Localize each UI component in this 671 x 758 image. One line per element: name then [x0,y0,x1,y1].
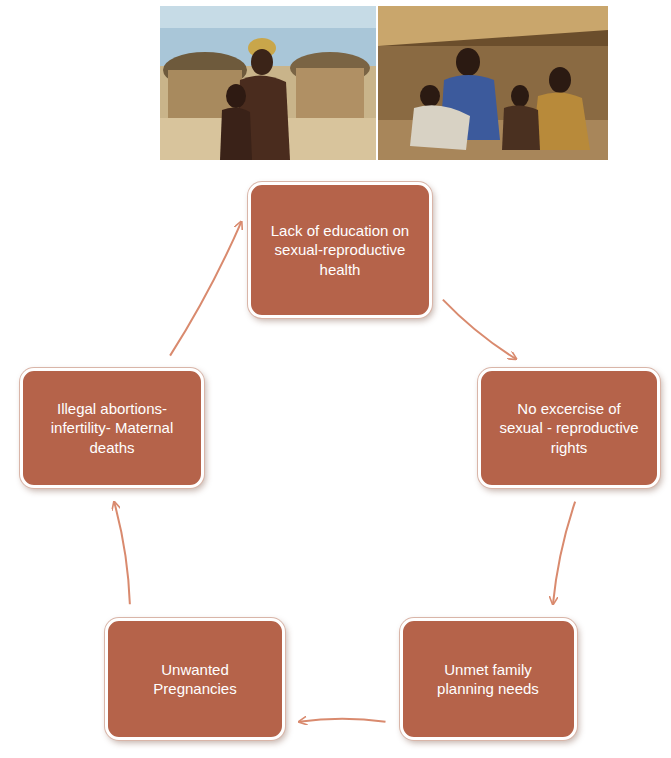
photo-illustration [0,0,671,160]
box-label: Illegal abortions-infertility- Maternal … [37,399,187,458]
cycle-arrow [443,300,516,360]
cycle-arrow [553,502,575,605]
village-photo [160,6,376,160]
box-label: Unmet family planning needs [418,660,558,699]
box-label: Lack of education on sexual-reproductive… [265,221,415,280]
process-box: Illegal abortions-infertility- Maternal … [20,368,204,488]
family-photo [378,6,608,160]
box-label: Unwanted Pregnancies [125,660,265,699]
process-box: Lack of education on sexual-reproductive… [248,182,432,318]
cycle-arrow [114,502,130,604]
process-box: No excercise of sexual - reproductive ri… [478,368,660,488]
box-label: No excercise of sexual - reproductive ri… [494,399,644,458]
process-box: Unmet family planning needs [400,618,577,740]
cycle-arrow [170,222,241,356]
cycle-arrow [299,719,386,722]
process-box: Unwanted Pregnancies [105,618,285,740]
